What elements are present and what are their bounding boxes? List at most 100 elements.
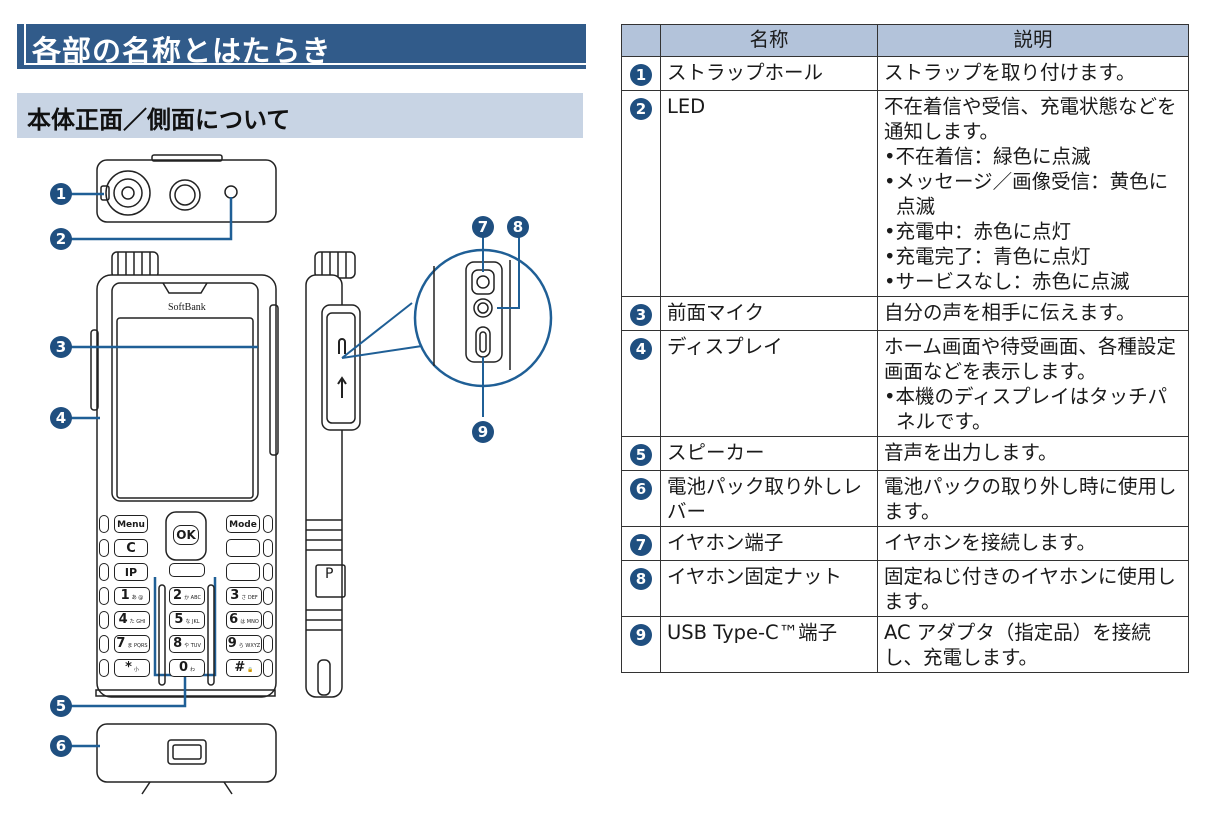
row-number-cell: 9 <box>621 616 661 673</box>
digit-key-#: #🔒 <box>226 659 262 677</box>
digit-sub: か ABC <box>184 595 201 601</box>
part-name: スピーカー <box>660 436 878 471</box>
digit-sub: 🔒 <box>247 667 254 673</box>
callout-badge: 7 <box>630 534 652 556</box>
row-number-cell: 5 <box>621 436 661 471</box>
callout-badge-3: 3 <box>50 336 72 358</box>
side-key-right <box>263 659 273 677</box>
digit-main: # <box>234 660 246 675</box>
callout-badge-8: 8 <box>507 216 529 238</box>
digit-sub: ら WXYZ <box>238 643 261 649</box>
description-bullet: メッセージ／画像受信：黄色に点滅 <box>884 169 1182 219</box>
description-bullet: 充電完了：青色に点灯 <box>884 244 1182 269</box>
section-header: 各部の名称とはたらき <box>17 24 586 69</box>
callout-badge-1: 1 <box>50 183 72 205</box>
callout-badge-4: 4 <box>50 407 72 429</box>
subsection-title: 本体正面／側面について <box>27 106 291 134</box>
description-bullet: 充電中：赤色に点灯 <box>884 219 1182 244</box>
digit-sub: は MNO <box>240 619 259 625</box>
digit-main: 8 <box>173 636 183 651</box>
mute-key <box>226 539 260 557</box>
row-number-cell: 1 <box>621 56 661 91</box>
callout-badge-9: 9 <box>472 421 494 443</box>
part-name: 前面マイク <box>660 296 878 331</box>
table-row: 7 イヤホン端子イヤホンを接続します。 <box>621 526 1189 561</box>
digit-main: 9 <box>227 636 237 651</box>
phone-front-view <box>90 251 279 698</box>
part-description: イヤホンを接続します。 <box>877 526 1189 561</box>
side-key-left <box>99 587 109 605</box>
description-text: ホーム画面や待受画面、各種設定画面などを表示します。 <box>884 335 1176 383</box>
home-key <box>169 563 205 577</box>
part-description: 電池パックの取り外し時に使用します。 <box>877 470 1189 527</box>
part-name: USB Type-C™端子 <box>660 616 878 673</box>
callout-badge: 2 <box>630 98 652 120</box>
part-description: ホーム画面や待受画面、各種設定画面などを表示します。本機のディスプレイはタッチパ… <box>877 330 1189 437</box>
description-text: 不在着信や受信、充電状態など <box>884 95 1158 118</box>
row-number-cell: 3 <box>621 296 661 331</box>
side-key-left <box>99 515 109 533</box>
digit-main: 5 <box>174 612 184 627</box>
col-desc: 説明 <box>877 24 1189 57</box>
phone-illustration <box>70 154 553 795</box>
phone-side-view <box>305 251 361 698</box>
digit-main: 3 <box>230 588 240 603</box>
part-description: 自分の声を相手に伝えます。 <box>877 296 1189 331</box>
digit-sub: さ DEF <box>241 595 258 601</box>
callout-badge: 5 <box>630 444 652 466</box>
callout-badge: 3 <box>630 304 652 326</box>
callout-badge-7: 7 <box>472 216 494 238</box>
part-description: 不在着信や受信、充電状態などを通知します。不在着信：緑色に点滅メッセージ／画像受… <box>877 90 1189 297</box>
brand-label: SoftBank <box>168 302 206 313</box>
row-number-cell: 8 <box>621 560 661 617</box>
callout-badge: 1 <box>630 64 652 86</box>
row-number-cell: 2 <box>621 90 661 297</box>
digit-sub: や TUV <box>184 643 201 649</box>
side-key-right <box>263 563 273 581</box>
digit-main: 4 <box>118 612 128 627</box>
table-row: 4 ディスプレイホーム画面や待受画面、各種設定画面などを表示します。本機のディスプ… <box>621 330 1189 437</box>
digit-sub: わ <box>190 667 196 673</box>
row-number-cell: 7 <box>621 526 661 561</box>
digit-sub: な JKL <box>185 619 200 625</box>
col-name: 名称 <box>660 24 878 57</box>
digit-key-*: *小 <box>114 659 150 677</box>
description-text: 電池パックの取り外し時に使用します。 <box>884 475 1177 523</box>
digit-main: 0 <box>178 660 189 675</box>
table-header-row: 名称 説明 <box>621 24 1189 57</box>
callout-badge: 4 <box>630 338 652 360</box>
clear-key: C <box>114 539 148 557</box>
callout-badge-2: 2 <box>50 228 72 250</box>
part-name: ディスプレイ <box>660 330 878 437</box>
digit-sub: 小 <box>133 667 139 673</box>
description-text: 固定ねじ付きのイヤホンに使用します。 <box>884 565 1176 613</box>
part-description: AC アダプタ（指定品）を接続し、充電します。 <box>877 616 1189 673</box>
ok-key: OK <box>173 525 199 545</box>
callout-badge: 9 <box>630 624 652 646</box>
port-magnifier <box>341 228 553 417</box>
side-key-right <box>263 539 273 557</box>
digit-main: * <box>125 660 132 675</box>
phone-bottom-view <box>96 723 277 795</box>
part-name: イヤホン端子 <box>660 526 878 561</box>
side-key-left <box>99 659 109 677</box>
description-text: を通知します。 <box>884 95 1177 143</box>
digit-sub: た GHI <box>129 619 146 625</box>
digit-sub: ま PQRS <box>127 643 148 649</box>
description-text: AC アダプタ（指定品）を接続し、充電します。 <box>884 621 1151 669</box>
col-num <box>621 24 661 57</box>
side-key-right <box>263 611 273 629</box>
side-key-left <box>99 563 109 581</box>
side-button-label: P <box>325 566 334 582</box>
